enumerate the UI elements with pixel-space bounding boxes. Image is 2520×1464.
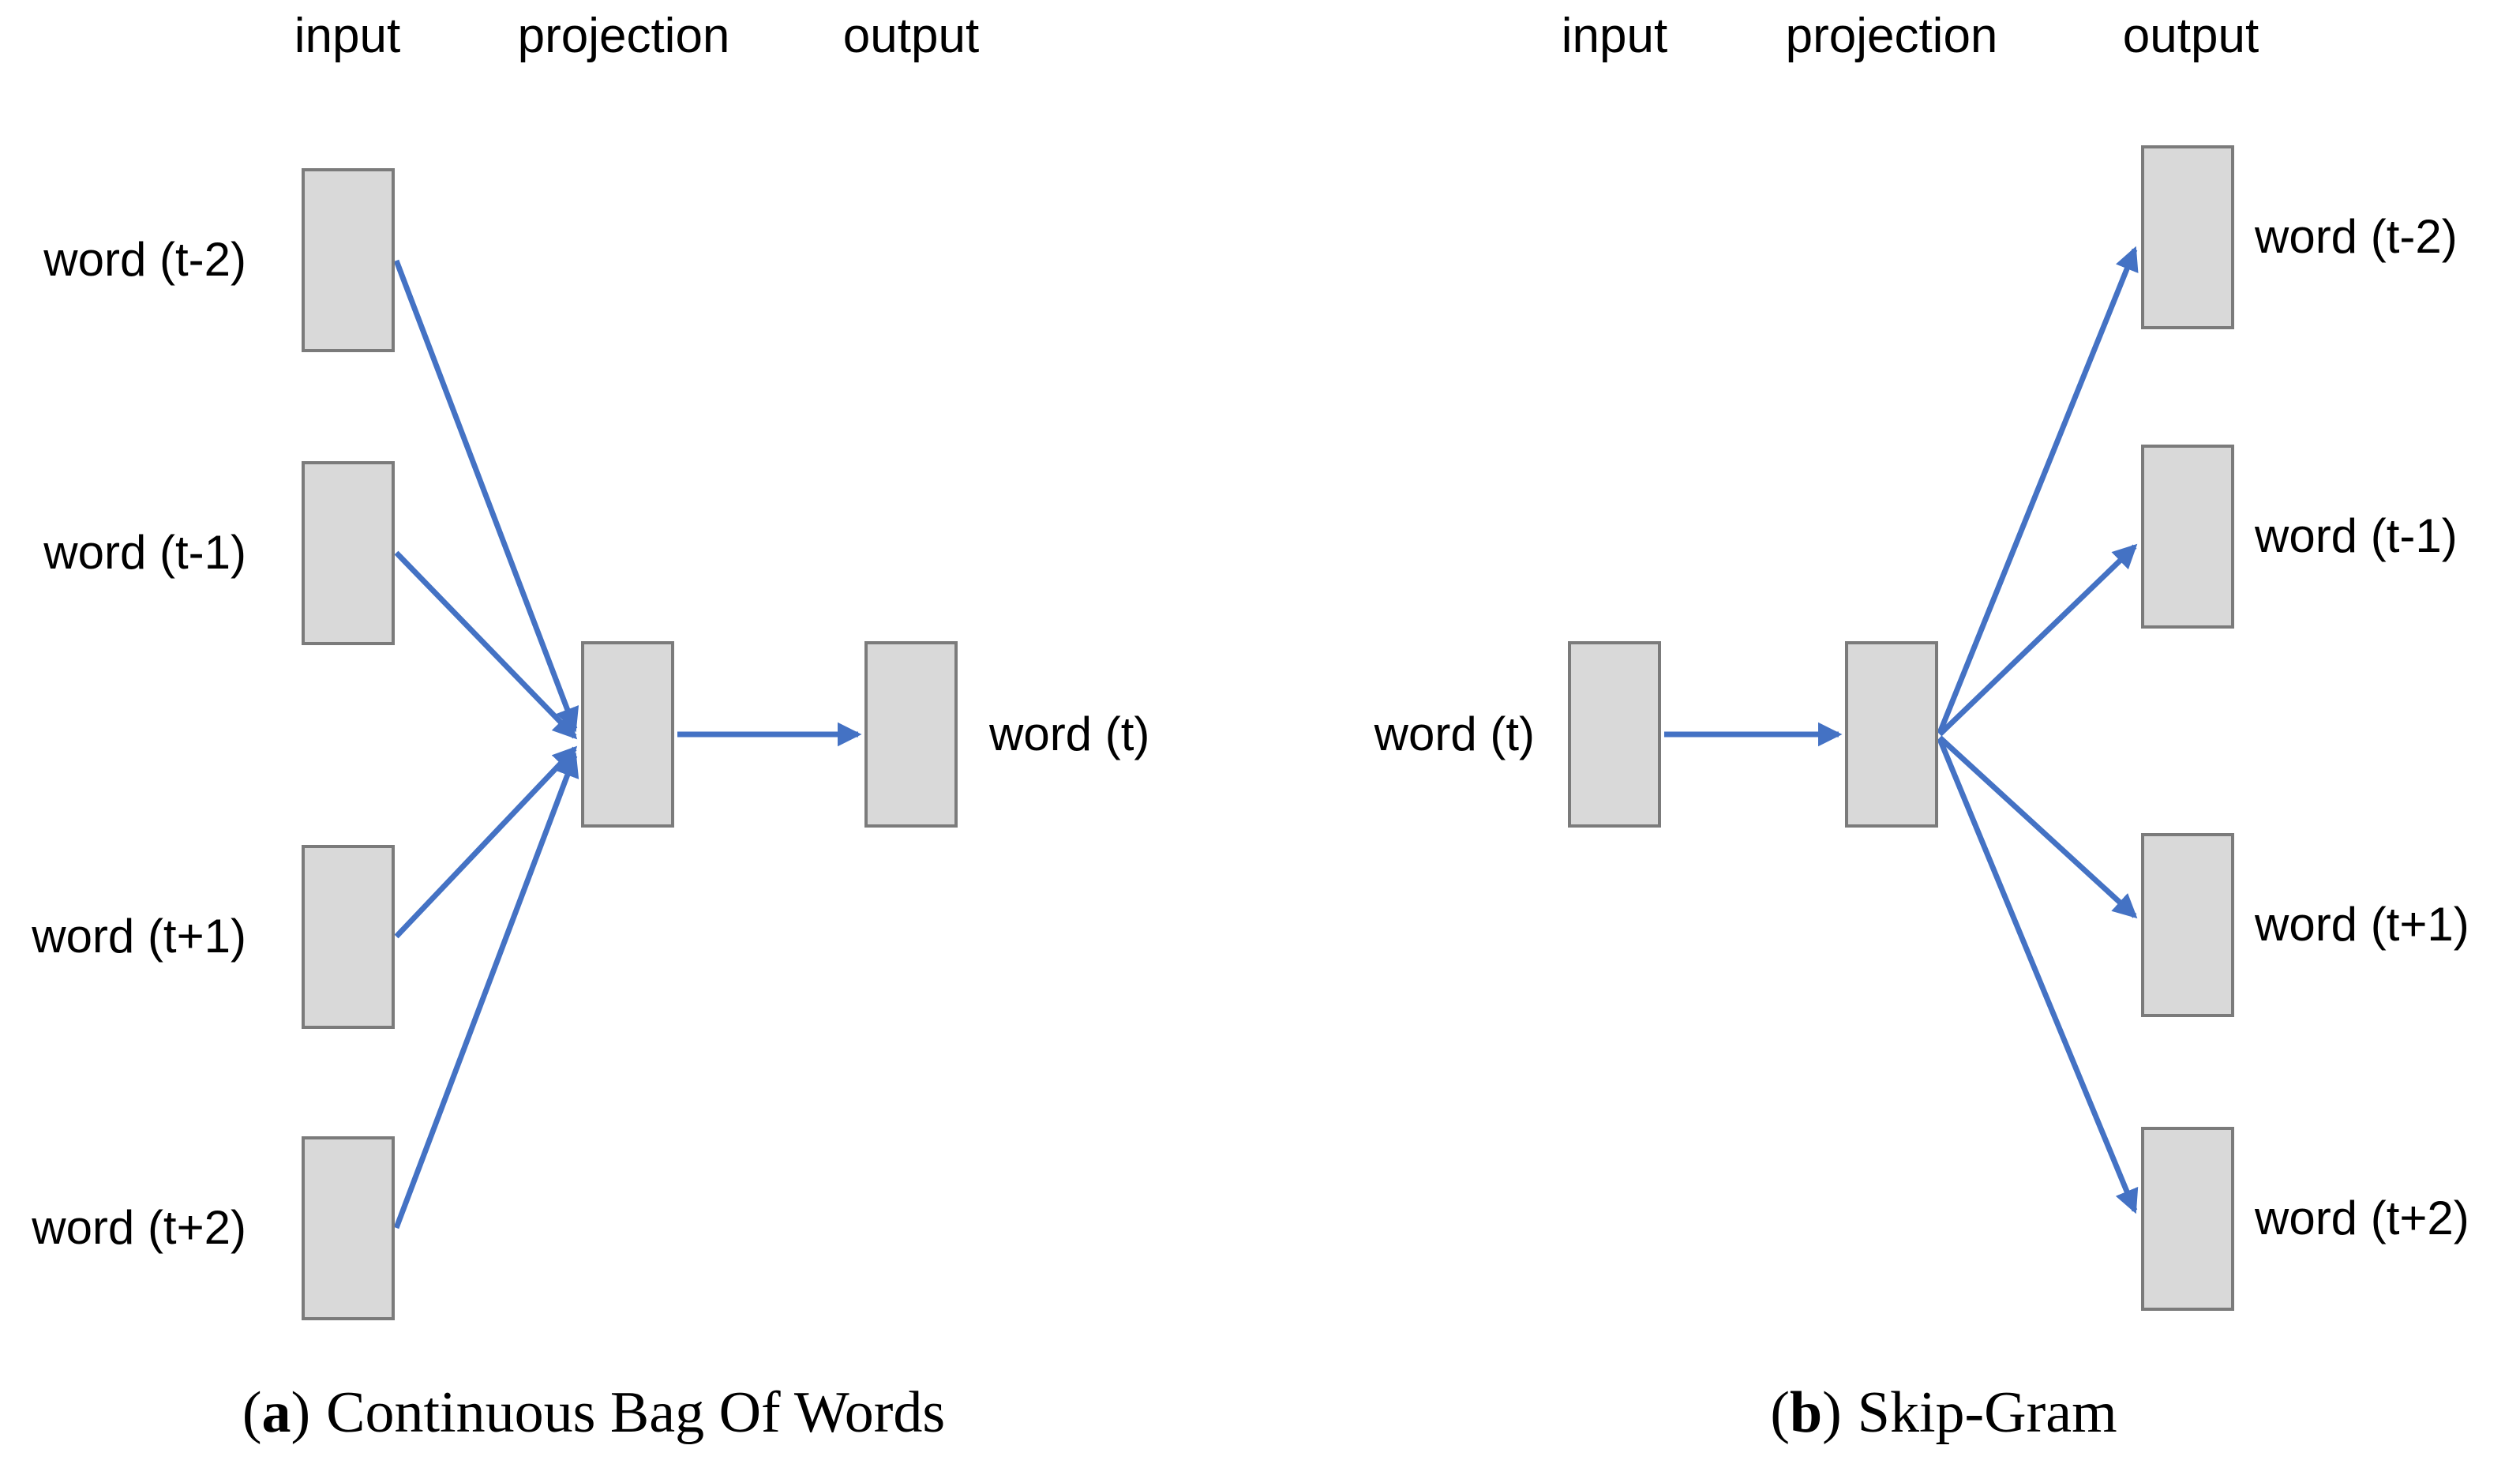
skipgram-output-box-1 [2141, 145, 2234, 329]
cbow-label-word-t: word (t) [989, 708, 1150, 760]
arrow-cbow-input2-to-projection [394, 550, 578, 740]
cbow-caption-paren-open: ( [242, 1380, 262, 1445]
cbow-input-box-2 [302, 461, 395, 645]
skipgram-caption: (b)Skip-Gram [1770, 1383, 2117, 1442]
arrow-skipgram-projection-to-output3 [1937, 735, 2138, 919]
arrow-cbow-input1-to-projection [393, 259, 579, 733]
cbow-column-header-output: output [842, 9, 980, 63]
cbow-label-word-t-plus-1: word (t+1) [32, 910, 246, 963]
cbow-input-box-1 [302, 168, 395, 352]
arrow-skipgram-projection-to-output4 [1937, 738, 2139, 1214]
cbow-caption: (a)Continuous Bag Of Words [242, 1383, 945, 1442]
skipgram-label-word-t-minus-2: word (t-2) [2255, 210, 2458, 263]
skipgram-caption-letter: b [1790, 1380, 1823, 1445]
skipgram-output-box-4 [2141, 1127, 2234, 1311]
skipgram-label-word-t-minus-1: word (t-1) [2255, 509, 2458, 562]
skipgram-label-word-t-plus-1: word (t+1) [2255, 898, 2469, 951]
cbow-input-box-3 [302, 845, 395, 1029]
cbow-column-header-projection: projection [517, 9, 730, 63]
skipgram-caption-paren-close: ) [1822, 1380, 1842, 1445]
skipgram-output-box-3 [2141, 833, 2234, 1017]
skipgram-column-header-input: input [1561, 9, 1668, 63]
skipgram-projection-box [1845, 641, 1938, 828]
cbow-caption-letter: a [261, 1380, 291, 1445]
cbow-label-word-t-minus-2: word (t-2) [43, 233, 246, 286]
skipgram-output-box-2 [2141, 445, 2234, 629]
cbow-projection-box [581, 641, 674, 828]
cbow-label-word-t-minus-1: word (t-1) [43, 526, 246, 579]
arrow-cbow-input3-to-projection [394, 745, 578, 939]
skipgram-column-header-projection: projection [1785, 9, 1998, 63]
cbow-column-header-input: input [294, 9, 401, 63]
arrow-skipgram-projection-to-output1 [1937, 246, 2139, 734]
skipgram-label-word-t-plus-2: word (t+2) [2255, 1192, 2469, 1244]
arrow-cbow-input4-to-projection [393, 752, 579, 1229]
cbow-caption-title: Continuous Bag Of Words [326, 1380, 946, 1445]
skipgram-caption-paren-open: ( [1770, 1380, 1791, 1445]
arrow-skipgram-projection-to-output2 [1937, 543, 2138, 737]
cbow-label-word-t-plus-2: word (t+2) [32, 1201, 246, 1254]
skipgram-input-box [1568, 641, 1661, 828]
cbow-input-box-4 [302, 1136, 395, 1320]
skipgram-column-header-output: output [2122, 9, 2259, 63]
cbow-output-box [864, 641, 958, 828]
cbow-caption-paren-close: ) [291, 1380, 311, 1445]
skipgram-caption-title: Skip-Gram [1857, 1380, 2117, 1445]
skipgram-label-word-t: word (t) [1374, 708, 1535, 760]
